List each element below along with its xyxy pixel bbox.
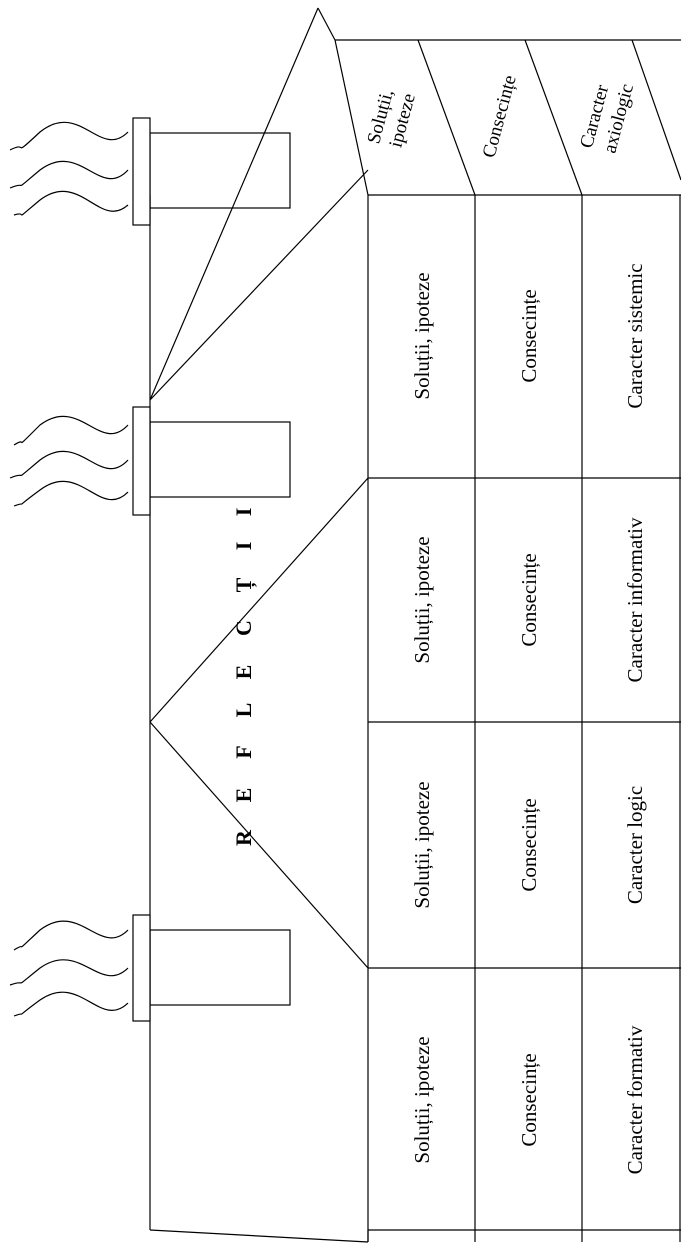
header-section	[334, 39, 681, 196]
reflection-letter: C	[231, 620, 256, 636]
character-cell: Caracter formativ	[623, 1025, 647, 1174]
roof-slope-lower-left	[149, 721, 369, 969]
reflection-letter: R	[231, 829, 256, 846]
consequences-cell: Consecințe	[517, 289, 541, 382]
chimney-cap	[132, 914, 151, 1022]
chimney-middle	[9, 406, 291, 516]
reflection-letter: E	[231, 665, 256, 680]
chimney-cap	[132, 406, 151, 516]
roof-slope-upper	[149, 169, 369, 401]
header-slant-3	[524, 39, 583, 196]
header-slant-1	[334, 39, 369, 196]
solutions-cell: Soluții, ipoteze	[410, 781, 434, 908]
reflection-letter: Ț	[231, 577, 257, 592]
smoke-icon	[13, 991, 129, 1017]
solutions-cell: Soluții, ipoteze	[410, 272, 434, 399]
character-cell: Caracter logic	[623, 786, 647, 904]
roof-peak-edge	[317, 7, 336, 41]
roof-slope-lower-right	[149, 477, 369, 723]
chimney-body	[149, 132, 291, 209]
smoke-icon	[9, 959, 129, 986]
header-consequences: Consecințe	[479, 73, 521, 160]
smoke-icon	[9, 121, 129, 151]
consequences-cell: Consecințe	[517, 553, 541, 646]
smoke-icon	[13, 190, 129, 216]
table-column-informativ: Soluții, ipoteze Consecințe Caracter inf…	[410, 517, 647, 683]
roof-header-cells: Soluții, ipoteze Consecințe Caracter axi…	[363, 73, 638, 160]
table-column-formativ: Soluții, ipoteze Consecințe Caracter for…	[410, 1025, 647, 1174]
smoke-icon	[9, 160, 129, 189]
reflection-letter: F	[231, 745, 256, 758]
solutions-cell: Soluții, ipoteze	[410, 536, 434, 663]
character-cell: Caracter informativ	[623, 517, 647, 683]
header-slant-2	[417, 39, 476, 196]
roof-slopes	[149, 7, 369, 1243]
smoke-icon	[13, 415, 129, 446]
reflection-letter: I	[231, 542, 256, 551]
reflection-letter: I	[231, 508, 256, 517]
reflection-letter: L	[231, 703, 256, 718]
chimney-bottom	[9, 914, 291, 1022]
smoke-icon	[13, 920, 129, 951]
roof-slope-bottom	[149, 1229, 369, 1243]
chimney-body	[149, 421, 291, 498]
header-slant-4	[631, 39, 681, 181]
smoke-icon	[13, 480, 129, 507]
consequences-cell: Consecințe	[517, 798, 541, 891]
reflection-label: R E F L E C Ț I I	[231, 508, 257, 846]
smoke-icon	[9, 450, 129, 479]
chimney-top	[9, 117, 291, 226]
consequences-cell: Consecințe	[517, 1053, 541, 1146]
chimney-body	[149, 929, 291, 1006]
reflection-letter: E	[231, 788, 256, 803]
table-column-sistemic: Soluții, ipoteze Consecințe Caracter sis…	[410, 263, 647, 408]
house-frame	[149, 194, 681, 1242]
chimney-cap	[132, 117, 151, 226]
solutions-cell: Soluții, ipoteze	[410, 1036, 434, 1163]
character-cell: Caracter sistemic	[623, 263, 647, 408]
roof-slope-top-outer	[149, 7, 319, 401]
table-column-logic: Soluții, ipoteze Consecințe Caracter log…	[410, 781, 647, 908]
